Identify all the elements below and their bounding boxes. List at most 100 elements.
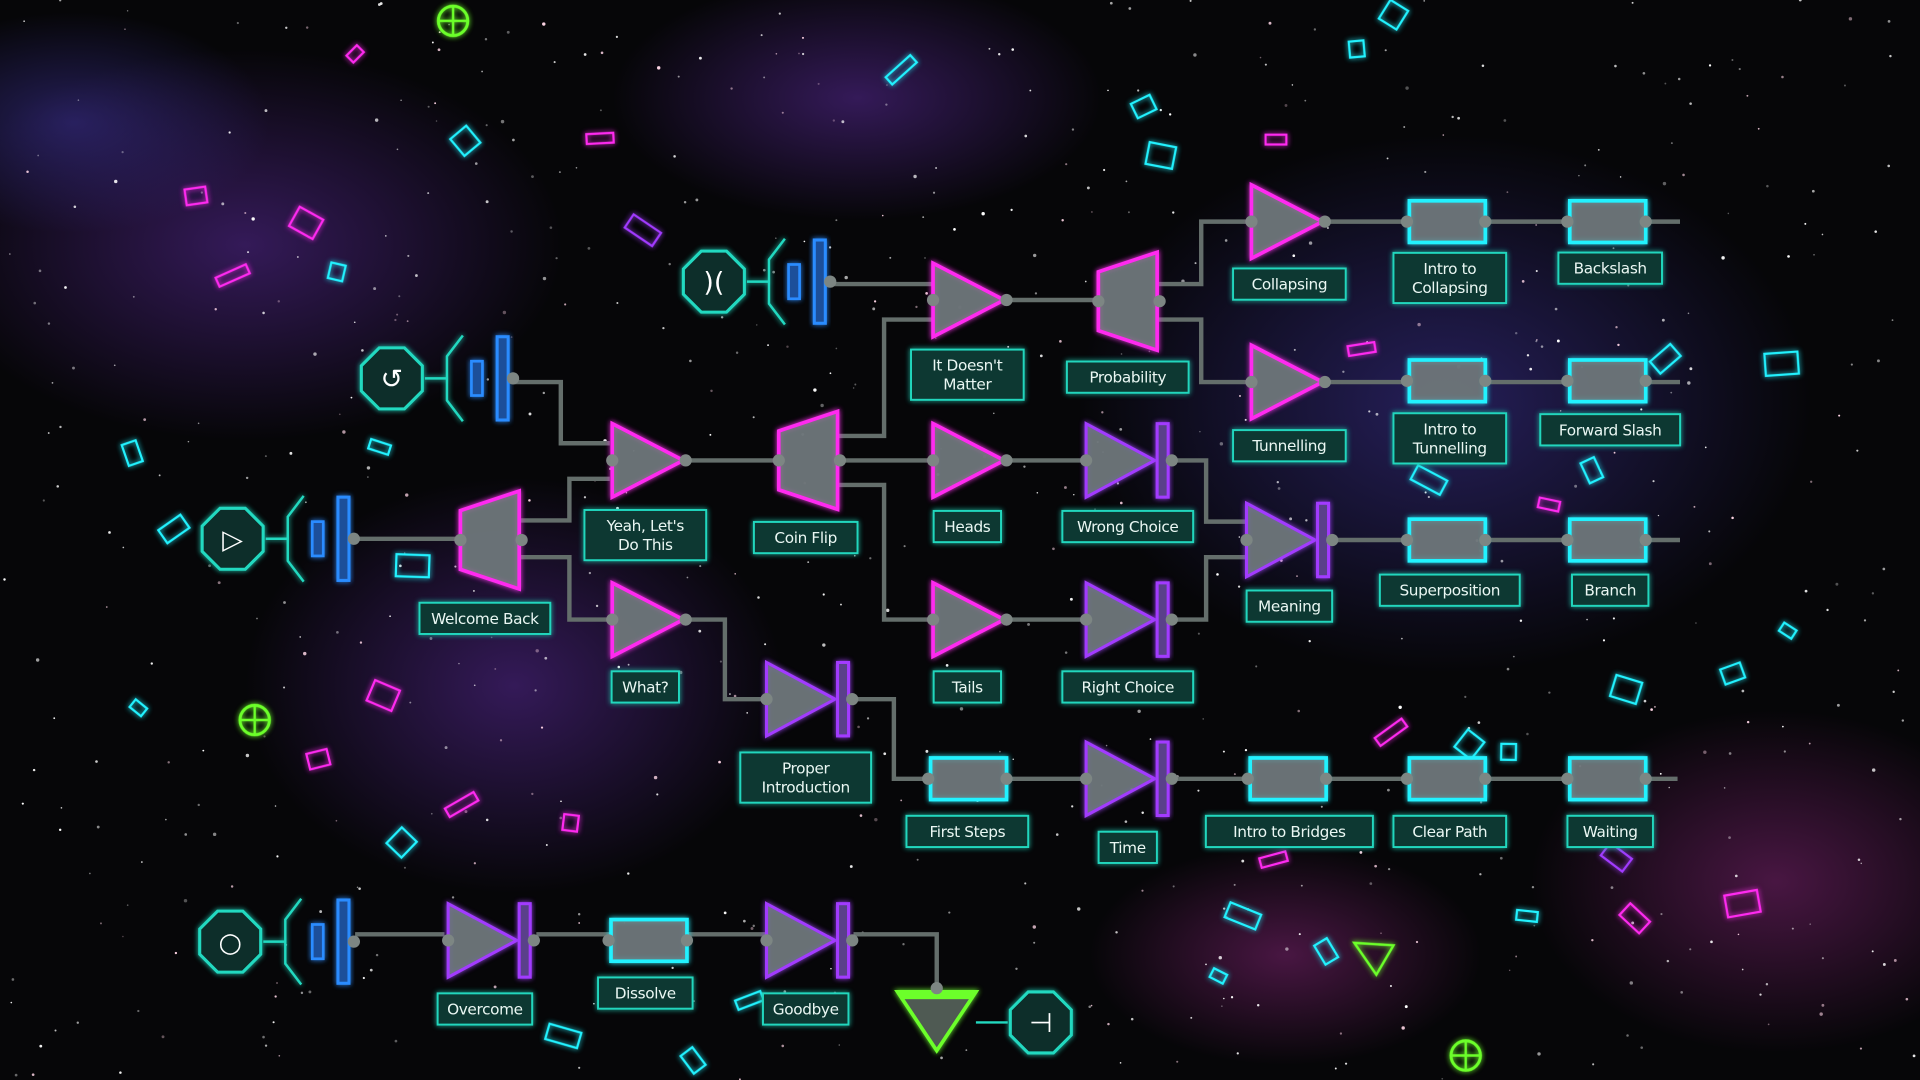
level-label: First Steps (905, 814, 1030, 849)
debris-shard-icon (1536, 496, 1562, 513)
debris-shard-icon (305, 747, 332, 771)
level-node-branch[interactable]: Branch (1561, 517, 1652, 607)
level-node-superposition[interactable]: Superposition (1378, 517, 1521, 607)
connector-port (1400, 772, 1414, 785)
level-node-waiting[interactable]: Waiting (1561, 756, 1654, 849)
level-label: Waiting (1566, 814, 1654, 849)
level-label-text: Backslash (1574, 260, 1647, 278)
start-nodes: )( ↺ ▷ ○ (198, 238, 837, 986)
level-label: Welcome Back (418, 601, 552, 635)
connector-port (515, 533, 528, 547)
level-label-text: Introduction (762, 779, 850, 797)
start-node-bracket[interactable]: )( (681, 238, 837, 326)
debris-shard-icon (365, 678, 402, 713)
debris-shard-icon (1617, 901, 1652, 935)
level-node-tails[interactable]: Tails (926, 579, 1013, 704)
level-node-what-[interactable]: What? (606, 579, 692, 704)
level-label-text: Goodbye (773, 1000, 839, 1018)
connector-port (527, 934, 540, 947)
connector-port (1639, 215, 1652, 228)
connector-port (1326, 533, 1339, 547)
level-label-text: Time (1109, 839, 1146, 857)
level-node-heads[interactable]: Heads (926, 420, 1013, 544)
connector-port (1639, 533, 1652, 547)
debris-shard-icon (733, 989, 766, 1012)
restart-icon: ↺ (381, 364, 404, 395)
level-label: What? (610, 670, 680, 704)
block-node-icon (1407, 358, 1488, 404)
connector-port (1479, 533, 1492, 547)
level-label: Clear Path (1392, 814, 1508, 849)
connector-port (442, 934, 455, 947)
level-node-tunnelling[interactable]: Tunnelling (1232, 342, 1347, 463)
level-node-clear-path[interactable]: Clear Path (1392, 756, 1508, 849)
debris-shard-icon (585, 131, 615, 146)
block-node-icon (1407, 756, 1488, 802)
emitter-bar-icon (336, 495, 351, 582)
level-node-meaning[interactable]: Meaning (1240, 500, 1339, 623)
level-node-time[interactable]: Time (1080, 739, 1178, 864)
level-node-right-choice[interactable]: Right Choice (1061, 580, 1195, 704)
connector-port (1479, 374, 1492, 387)
debris-shard-icon (1144, 140, 1178, 171)
level-node-first-steps[interactable]: First Steps (905, 756, 1030, 849)
block-node-icon (1567, 358, 1648, 404)
connector-port (1080, 613, 1093, 626)
connector-port (1000, 613, 1013, 626)
start-node-restart[interactable]: ↺ (359, 334, 520, 422)
exit-node[interactable]: ⊣ (894, 982, 1073, 1055)
level-label: Meaning (1245, 589, 1334, 623)
level-label-text: Intro to Bridges (1233, 823, 1346, 841)
connector-port (926, 613, 940, 626)
debris-shard-icon (1514, 908, 1540, 924)
block-node-icon (1248, 756, 1328, 802)
block-node-icon (1567, 198, 1648, 245)
connector-port (454, 533, 467, 547)
floating-debris (120, 0, 1801, 1076)
start-node-play[interactable]: ▷ (200, 495, 360, 583)
emitter-block-icon (787, 263, 801, 301)
debris-shard-icon (884, 53, 919, 87)
connector-port (506, 372, 520, 385)
level-node-goodbye[interactable]: Goodbye (760, 901, 859, 1026)
level-node-yeah-let-s-do-this[interactable]: Yeah, Let'sDo This (583, 420, 708, 562)
level-label-text: Welcome Back (431, 610, 539, 628)
level-node-collapsing[interactable]: Collapsing (1232, 181, 1347, 301)
level-node-welcome-back[interactable]: Welcome Back (418, 488, 552, 635)
level-label-text: Heads (944, 518, 991, 536)
level-node-coin-flip[interactable]: Coin Flip (752, 408, 859, 555)
start-node-target[interactable]: ○ (198, 898, 360, 986)
octagon-emitter (359, 346, 424, 411)
debris-shard-icon (1452, 727, 1486, 762)
level-node-intro-to-bridges[interactable]: Intro to Bridges (1204, 756, 1374, 849)
connector-port (1165, 454, 1178, 467)
level-node-backslash[interactable]: Backslash (1557, 198, 1663, 285)
level-node-wrong-choice[interactable]: Wrong Choice (1061, 421, 1195, 544)
level-node-overcome[interactable]: Overcome (436, 901, 540, 1026)
level-label: Tails (932, 670, 1002, 704)
level-label: Forward Slash (1539, 413, 1682, 447)
octagon-emitter (198, 909, 263, 974)
debris-shard-icon (1208, 966, 1229, 986)
emitter-bar-icon (495, 335, 510, 422)
connector-port (1639, 772, 1652, 785)
connector-port (347, 532, 360, 545)
emitter-block-icon (310, 520, 325, 558)
level-label-text: What? (622, 678, 669, 696)
connector-port (1000, 293, 1013, 307)
connector-port (772, 454, 785, 467)
debris-shard-icon (1599, 841, 1634, 874)
level-node-dissolve[interactable]: Dissolve (597, 917, 694, 1010)
connection-wires (355, 219, 1680, 990)
level-label: Overcome (436, 992, 534, 1026)
level-node-probability[interactable]: Probability (1065, 249, 1190, 394)
level-node-forward-slash[interactable]: Forward Slash (1539, 358, 1682, 447)
